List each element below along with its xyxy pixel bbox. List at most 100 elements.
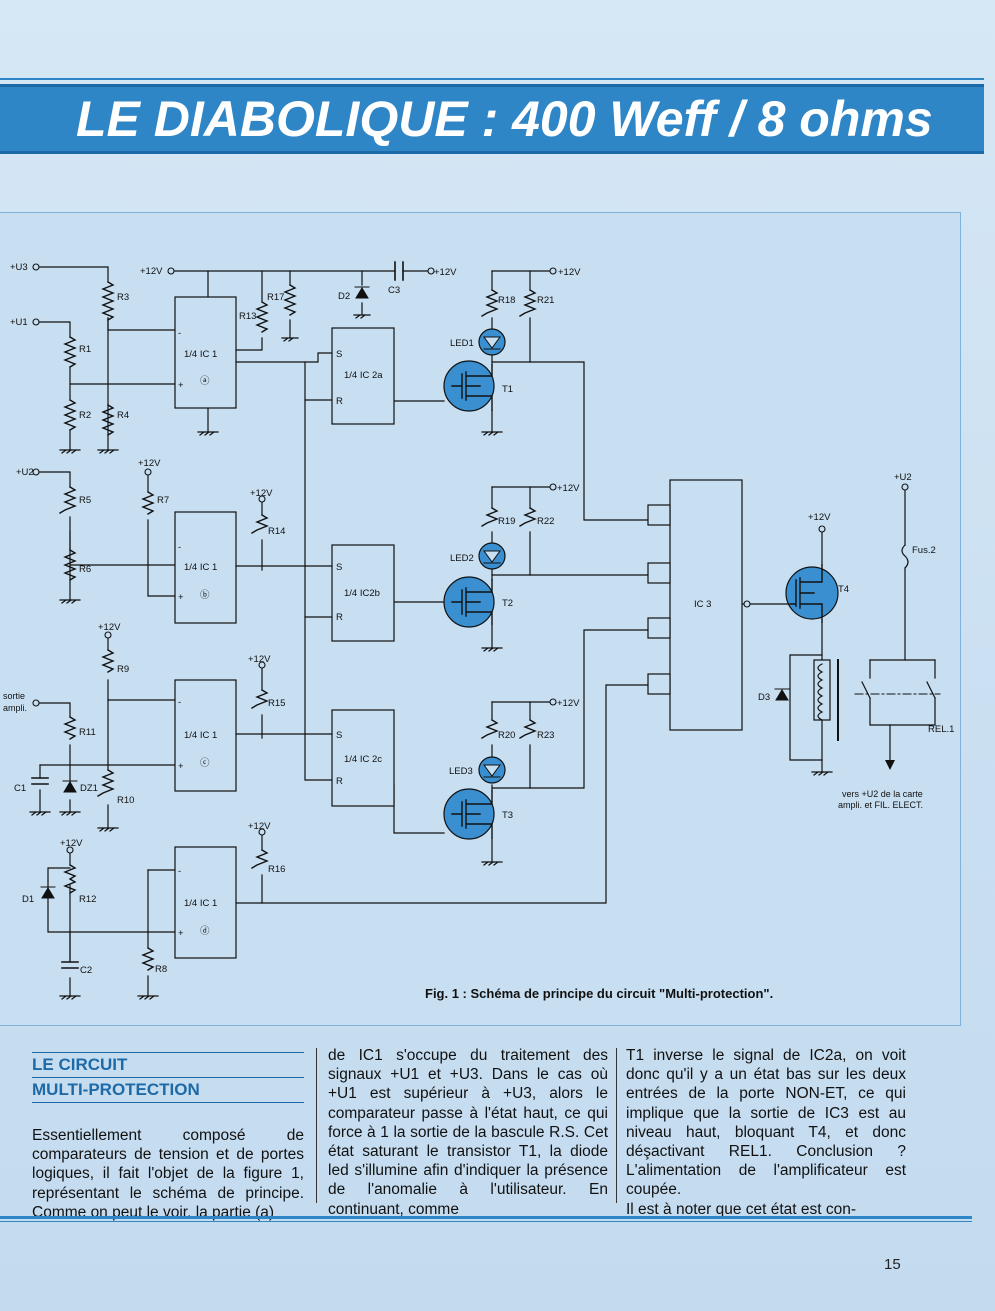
- label-s-a: S: [336, 349, 342, 360]
- label-sortie: sortie: [3, 691, 25, 701]
- label-r21: R21: [537, 295, 554, 306]
- label-minus-c: -: [178, 697, 181, 708]
- top-rule: [0, 78, 984, 80]
- label-led2: LED2: [450, 553, 474, 564]
- label-c2: C2: [80, 965, 92, 976]
- heading-rule-middle: [32, 1077, 304, 1078]
- resistors: [59, 281, 537, 971]
- figure-caption: Fig. 1 : Schéma de principe du circuit "…: [425, 986, 774, 1001]
- r14: [251, 514, 269, 534]
- label-ic1a-tag: ⓐ: [200, 376, 210, 387]
- label-t1: T1: [502, 384, 513, 395]
- label-r6: R6: [79, 564, 91, 575]
- d2: [354, 286, 370, 299]
- column-1-text: Essentiellement composé de comparateurs …: [32, 1127, 304, 1221]
- r2: [63, 399, 77, 431]
- r7: [141, 491, 155, 515]
- relay-coil: [813, 659, 831, 721]
- column-separator-2: [616, 1048, 617, 1203]
- label-r18: R18: [498, 295, 515, 306]
- label-r20: R20: [498, 730, 515, 741]
- label-dz1: DZ1: [80, 783, 98, 794]
- label-12v-r7: +12V: [138, 458, 161, 469]
- r15: [251, 689, 269, 709]
- label-12v-c3: +12V: [434, 267, 457, 278]
- fuse: [901, 544, 909, 569]
- r9: [101, 649, 115, 673]
- label-12v-t4: +12V: [808, 512, 831, 523]
- label-12v-r22: +12V: [557, 483, 580, 494]
- label-d3: D3: [758, 692, 770, 703]
- label-r9: R9: [117, 664, 129, 675]
- label-u2: +U2: [16, 467, 34, 478]
- d1: [40, 886, 56, 899]
- r20: [481, 719, 499, 739]
- label-t3: T3: [502, 810, 513, 821]
- diodes: [40, 286, 790, 899]
- label-ic1d: 1/4 IC 1: [184, 898, 217, 909]
- passives: [31, 261, 404, 969]
- label-ampli: ampli.: [3, 703, 27, 713]
- c2: [61, 961, 79, 969]
- r11: [63, 716, 77, 740]
- label-t4: T4: [838, 584, 849, 595]
- ic2a-box: [331, 327, 395, 425]
- label-ic2c: 1/4 IC 2c: [344, 754, 382, 765]
- label-ic3: IC 3: [694, 599, 711, 610]
- label-d1: D1: [22, 894, 34, 905]
- heading-rule-bottom: [32, 1102, 304, 1103]
- r1: [63, 336, 77, 368]
- column-2-text: de IC1 s'occupe du traitement des signau…: [328, 1047, 608, 1218]
- c3: [394, 261, 404, 281]
- c1: [31, 777, 49, 785]
- label-c3: C3: [388, 285, 400, 296]
- label-r17: R17: [267, 292, 284, 303]
- label-r-a: R: [336, 396, 343, 407]
- label-12v-r14: +12V: [250, 488, 273, 499]
- label-c1: C1: [14, 783, 26, 794]
- label-r16: R16: [268, 864, 285, 875]
- terminals: [32, 263, 909, 854]
- ic1c-box: [174, 679, 237, 792]
- r16: [251, 849, 269, 869]
- label-r19: R19: [498, 516, 515, 527]
- label-r3: R3: [117, 292, 129, 303]
- label-r8: R8: [155, 964, 167, 975]
- label-plus-c: +: [178, 761, 184, 772]
- page-number: 15: [884, 1256, 901, 1273]
- label-ic2a: 1/4 IC 2a: [344, 370, 383, 381]
- d3: [774, 688, 790, 701]
- label-r4: R4: [117, 410, 129, 421]
- label-r11: R11: [79, 727, 96, 738]
- label-led1: LED1: [450, 338, 474, 349]
- label-s-c: S: [336, 730, 342, 741]
- label-minus-b: -: [178, 542, 181, 553]
- bottom-rule-thin: [0, 1221, 972, 1222]
- label-r2: R2: [79, 410, 91, 421]
- r8: [141, 947, 155, 971]
- grounds: [29, 314, 833, 1000]
- label-12v-r15: +12V: [248, 654, 271, 665]
- label-r5: R5: [79, 495, 91, 506]
- r17: [283, 284, 297, 316]
- r18: [481, 289, 499, 317]
- label-s-b: S: [336, 562, 342, 573]
- column-separator-1: [316, 1048, 317, 1203]
- label-ic1b-tag: ⓑ: [200, 590, 210, 601]
- labels: +U3 +U1 +U2 +12V +12V +12V +12V +12V +12…: [3, 262, 954, 976]
- label-r7: R7: [157, 495, 169, 506]
- r23: [519, 719, 537, 739]
- label-r12: R12: [79, 894, 96, 905]
- r6: [63, 549, 77, 581]
- title-band: LE DIABOLIQUE : 400 Weff / 8 ohms: [0, 84, 984, 154]
- label-r15: R15: [268, 698, 285, 709]
- label-r23: R23: [537, 730, 554, 741]
- label-r-b: R: [336, 612, 343, 623]
- r22: [519, 507, 537, 527]
- section-heading: LE CIRCUIT MULTI-PROTECTION: [32, 1052, 304, 1103]
- ic1d-box: [174, 846, 237, 959]
- page-title: LE DIABOLIQUE : 400 Weff / 8 ohms: [76, 91, 933, 147]
- bottom-rule: [0, 1216, 972, 1219]
- label-r22: R22: [537, 516, 554, 527]
- column-2: de IC1 s'occupe du traitement des signau…: [328, 1046, 608, 1219]
